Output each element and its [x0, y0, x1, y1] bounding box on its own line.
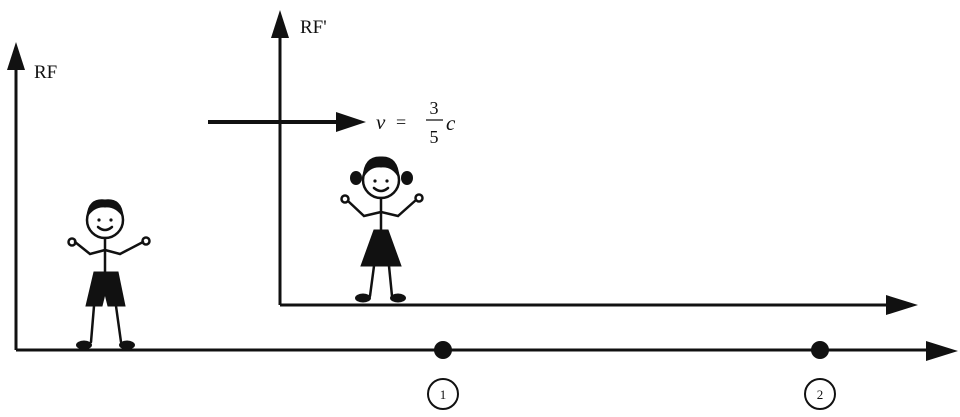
rf-prime-label: RF'	[300, 17, 327, 38]
velocity-arrow-icon	[208, 112, 366, 132]
event-1-label: 1	[440, 387, 447, 402]
boy-observer-icon	[67, 199, 151, 350]
rf-prime-y-arrowhead	[271, 10, 289, 38]
rf-x-arrowhead	[926, 341, 958, 361]
event-1-marker	[427, 378, 459, 410]
velocity-unit: c	[446, 111, 456, 135]
rf-axes	[14, 60, 940, 352]
event-1-point	[434, 341, 452, 359]
event-1: 1	[427, 341, 459, 410]
velocity-numerator: 3	[430, 98, 439, 118]
velocity-formula: v = 3 5 c	[376, 98, 456, 147]
event-2-point	[811, 341, 829, 359]
rf-prime-x-arrowhead	[886, 295, 918, 315]
event-2-label: 2	[817, 387, 824, 402]
rf-prime-axes	[278, 30, 888, 307]
velocity-symbol: v	[376, 110, 386, 134]
event-2-marker	[804, 378, 836, 410]
velocity-equals: =	[396, 112, 406, 132]
rf-y-arrowhead	[7, 42, 25, 70]
velocity-denominator: 5	[430, 127, 439, 147]
event-2: 2	[804, 341, 836, 410]
rf-label: RF	[34, 62, 57, 83]
girl-observer-icon	[340, 156, 424, 303]
